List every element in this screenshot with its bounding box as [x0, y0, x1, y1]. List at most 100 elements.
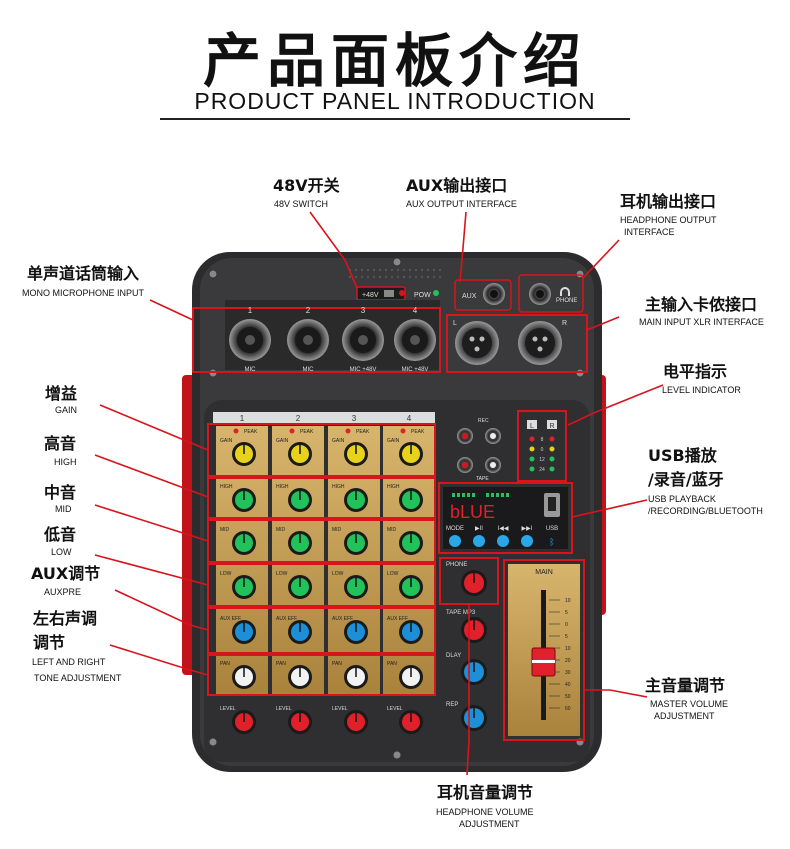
- knob: [461, 659, 487, 685]
- knob: [344, 665, 368, 689]
- xlr-r-label: R: [562, 320, 567, 327]
- mic-label: MIC +48V: [350, 367, 377, 373]
- svg-text:PHONE: PHONE: [446, 562, 467, 568]
- title-rule: [160, 118, 630, 120]
- svg-text:12: 12: [539, 457, 545, 463]
- knob: [461, 705, 487, 731]
- peak-led: [400, 428, 406, 434]
- callout-high-cn: 高音: [44, 434, 77, 453]
- fader-scale-mark: 50: [565, 694, 571, 700]
- 48v-switch-text: +48V: [362, 292, 379, 299]
- peak-label: PEAK: [300, 429, 314, 435]
- svg-text:I◀◀: I◀◀: [498, 526, 509, 532]
- callout-pan-en2: TONE ADJUSTMENT: [34, 673, 122, 683]
- callout-high-en: HIGH: [54, 457, 77, 467]
- knob: [288, 488, 312, 512]
- usb-label: USB: [546, 526, 558, 532]
- knob-label: PAN: [220, 661, 230, 667]
- knob-label: GAIN: [276, 438, 289, 444]
- fader-scale-mark: 5: [565, 610, 568, 616]
- fader-scale-mark: 10: [565, 646, 571, 652]
- knob: [288, 575, 312, 599]
- knob-label: LEVEL: [276, 706, 292, 712]
- master-fader-highlight: [503, 559, 585, 741]
- callout-master-cn: 主音量调节: [645, 676, 726, 695]
- knob-label: LEVEL: [332, 706, 348, 712]
- mic-number: 4: [413, 306, 418, 315]
- pow-text: POW: [414, 292, 431, 299]
- svg-text:8: 8: [541, 437, 544, 443]
- mic-inputs: 1 MIC 2 MIC 3 MIC +48V 4 MIC +48V: [229, 306, 436, 373]
- callout-pan-cn: 左右声调: [33, 609, 98, 628]
- next-button: [521, 535, 533, 547]
- pow-led: [433, 290, 439, 296]
- aux-row-highlight: [207, 607, 436, 654]
- xlr-left: L: [453, 320, 499, 365]
- callout-usb-cn: USB播放: [648, 446, 717, 465]
- callout-phone-volume-cn: 耳机音量调节: [437, 783, 534, 802]
- fader-scale-mark: 20: [565, 658, 571, 664]
- aux-jack-label: AUX: [462, 293, 477, 300]
- svg-text:24: 24: [539, 467, 545, 473]
- knob-label: MID: [276, 527, 286, 533]
- screw-icon: [208, 737, 218, 747]
- callout-headphone-output-en: HEADPHONE OUTPUT: [620, 215, 717, 225]
- callout-aux-output-cn: AUX输出接口: [406, 176, 508, 195]
- callout-phone-volume-en2: ADJUSTMENT: [459, 819, 520, 829]
- screw-icon: [392, 257, 402, 267]
- fader-scale-mark: 0: [565, 622, 568, 628]
- svg-text:2: 2: [296, 414, 301, 423]
- callout-48v-switch-cn: 48V开关: [273, 176, 340, 195]
- knob: [399, 620, 423, 644]
- knob: [399, 531, 423, 555]
- page-title: 产品面板介绍: [202, 27, 587, 95]
- callout-low-cn: 低音: [44, 525, 77, 544]
- knob-label: AUX EFF: [387, 616, 408, 622]
- callout-aux-en: AUXPRE: [44, 587, 82, 597]
- 48v-toggle: [384, 290, 394, 297]
- aux-jack-box: [454, 279, 512, 311]
- knob: [288, 710, 312, 734]
- knob: [232, 488, 256, 512]
- knob: [399, 710, 423, 734]
- knob-label: LOW: [332, 571, 344, 577]
- svg-text:▶II: ▶II: [475, 526, 483, 532]
- channel-number-bar: [213, 412, 435, 424]
- 48v-led: [399, 290, 405, 296]
- callout-mid-cn: 中音: [44, 483, 77, 502]
- peak-led: [345, 428, 351, 434]
- level-meter-leds: 8 0 12 24: [529, 436, 555, 473]
- callout-level-indicator-en: LEVEL INDICATOR: [662, 385, 741, 395]
- peak-led: [289, 428, 295, 434]
- knob: [232, 531, 256, 555]
- leader-lines: [94, 211, 664, 776]
- meter-r-label: R: [549, 423, 554, 430]
- knob-label: HIGH: [332, 484, 345, 490]
- knob: [399, 488, 423, 512]
- svg-text:0: 0: [541, 447, 544, 453]
- knob: [232, 442, 256, 466]
- knob: [344, 575, 368, 599]
- knob: [344, 620, 368, 644]
- knob-label: LEVEL: [387, 706, 403, 712]
- main-label: MAIN: [535, 569, 553, 576]
- callout-mid-en: MID: [55, 504, 72, 514]
- callout-headphone-output-cn: 耳机输出接口: [620, 192, 717, 211]
- level-meter-highlight: [517, 410, 567, 482]
- knob-label: MID: [332, 527, 342, 533]
- prev-button: [497, 535, 509, 547]
- knob: [461, 617, 487, 643]
- mic-label: MIC +48V: [402, 367, 429, 373]
- callout-gain-en: GAIN: [55, 405, 78, 415]
- callout-48v-switch-en: 48V SWITCH: [274, 199, 329, 209]
- knob: [288, 442, 312, 466]
- screw-icon: [392, 750, 402, 760]
- peak-label: PEAK: [356, 429, 370, 435]
- knob: [344, 442, 368, 466]
- knob: [399, 442, 423, 466]
- knob-label: LOW: [220, 571, 232, 577]
- phone-jack-label: PHONE: [556, 298, 577, 304]
- knob-label: AUX EFF: [276, 616, 297, 622]
- knob-label: PAN: [276, 661, 286, 667]
